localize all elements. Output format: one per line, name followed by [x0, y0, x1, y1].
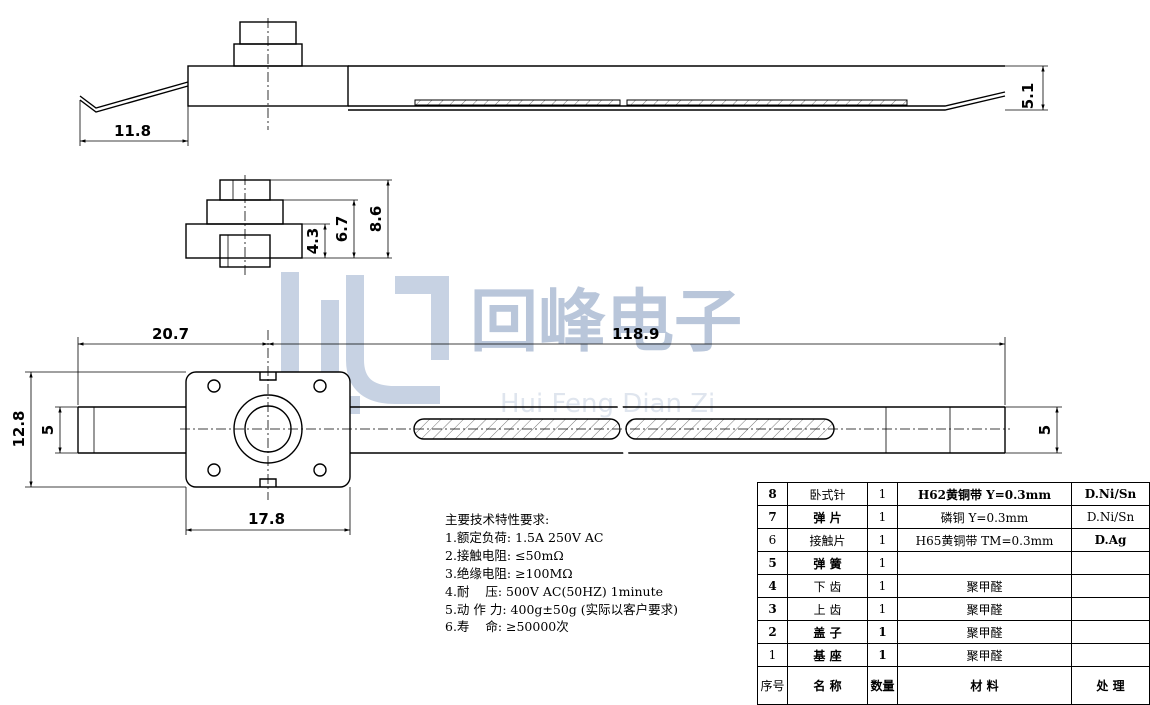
bom-qty: 1 — [867, 528, 898, 552]
bom-qty: 1 — [867, 574, 898, 598]
bom-row: 2 盖 子 1 聚甲醛 — [757, 620, 1150, 644]
bom-treatment — [1071, 620, 1150, 644]
dim-side-a: 4.3 — [304, 228, 322, 255]
bom-treatment — [1071, 574, 1150, 598]
bom-treatment — [1071, 597, 1150, 621]
bom-header-material: 材 料 — [897, 666, 1072, 705]
dim-plan-slot-left: 5 — [39, 425, 57, 435]
bom-material: H65黄铜带 TM=0.3mm — [897, 528, 1072, 552]
plan-view — [25, 330, 1062, 535]
bom-material: 聚甲醛 — [897, 574, 1072, 598]
watermark-pinyin: Hui Feng Dian Zi — [500, 389, 715, 419]
bom-name: 上 齿 — [787, 597, 868, 621]
bom-treatment — [1071, 643, 1150, 667]
bom-header-row: 序号 名 称 数量 材 料 处 理 — [757, 666, 1150, 705]
bom-material — [897, 551, 1072, 575]
bom-header-name: 名 称 — [787, 666, 868, 705]
bom-no: 2 — [757, 620, 788, 644]
bom-name: 弹 片 — [787, 505, 868, 529]
bom-treatment: D.Ni/Sn — [1071, 505, 1150, 529]
bom-treatment: D.Ni/Sn — [1071, 482, 1150, 506]
bom-qty: 1 — [867, 620, 898, 644]
bom-material: 磷铜 Y=0.3mm — [897, 505, 1072, 529]
bom-no: 4 — [757, 574, 788, 598]
bom-qty: 1 — [867, 505, 898, 529]
bom-treatment — [1071, 551, 1150, 575]
bom-no: 6 — [757, 528, 788, 552]
bom-no: 8 — [757, 482, 788, 506]
spec-line: 3.绝缘电阻: ≥100MΩ — [445, 565, 573, 581]
bom-header-treatment: 处 理 — [1071, 666, 1150, 705]
bom-material: 聚甲醛 — [897, 597, 1072, 621]
bom-name: 盖 子 — [787, 620, 868, 644]
spec-line: 2.接触电阻: ≤50mΩ — [445, 547, 564, 563]
technical-specs: 主要技术特性要求: 1.额定负荷: 1.5A 250V AC 2.接触电阻: ≤… — [445, 511, 678, 636]
bom-row: 4 下 齿 1 聚甲醛 — [757, 574, 1150, 598]
bom-name: 弹 簧 — [787, 551, 868, 575]
dim-side-b: 6.7 — [333, 216, 351, 243]
bom-row: 5 弹 簧 1 — [757, 551, 1150, 575]
bom-name: 接触片 — [787, 528, 868, 552]
bom-no: 3 — [757, 597, 788, 621]
bom-qty: 1 — [867, 482, 898, 506]
bom-header-no: 序号 — [757, 666, 788, 705]
dim-top-right: 5.1 — [1019, 83, 1037, 110]
spec-line: 5.动 作 力: 400g±50g (实际以客户要求) — [445, 601, 679, 617]
dim-side-c: 8.6 — [367, 206, 385, 233]
bom-name: 下 齿 — [787, 574, 868, 598]
dim-plan-slot-right: 5 — [1036, 425, 1054, 435]
dim-top-left: 11.8 — [114, 122, 151, 140]
spec-line: 6.寿 命: ≥50000次 — [445, 619, 569, 635]
specs-heading: 主要技术特性要求: — [445, 512, 550, 527]
bom-treatment: D.Ag — [1071, 528, 1150, 552]
bill-of-materials: 8 卧式针 1 H62黄铜带 Y=0.3mm D.Ni/Sn 7 弹 片 1 磷… — [757, 482, 1150, 705]
bom-header-qty: 数量 — [867, 666, 898, 705]
side-view — [185, 175, 392, 275]
spec-line: 1.额定负荷: 1.5A 250V AC — [445, 529, 604, 545]
bom-name: 卧式针 — [787, 482, 868, 506]
bom-qty: 1 — [867, 551, 898, 575]
bom-material: 聚甲醛 — [897, 620, 1072, 644]
bom-no: 5 — [757, 551, 788, 575]
bom-row: 1 基 座 1 聚甲醛 — [757, 643, 1150, 667]
bom-row: 6 接触片 1 H65黄铜带 TM=0.3mm D.Ag — [757, 528, 1150, 552]
dim-plan-left: 20.7 — [152, 325, 189, 343]
dim-plan-length: 118.9 — [612, 325, 659, 343]
dim-plan-height: 12.8 — [10, 410, 28, 447]
watermark-title: 回峰电子 — [470, 283, 742, 362]
bom-material: 聚甲醛 — [897, 643, 1072, 667]
bom-name: 基 座 — [787, 643, 868, 667]
bom-qty: 1 — [867, 643, 898, 667]
bom-qty: 1 — [867, 597, 898, 621]
dim-plan-width: 17.8 — [248, 510, 285, 528]
bom-row: 8 卧式针 1 H62黄铜带 Y=0.3mm D.Ni/Sn — [757, 482, 1150, 506]
spec-line: 4.耐 压: 500V AC(50HZ) 1minute — [445, 583, 663, 599]
top-view — [79, 18, 1048, 146]
bom-row: 7 弹 片 1 磷铜 Y=0.3mm D.Ni/Sn — [757, 505, 1150, 529]
watermark: 回峰电子 Hui Feng Dian Zi — [281, 272, 742, 419]
bom-row: 3 上 齿 1 聚甲醛 — [757, 597, 1150, 621]
bom-no: 7 — [757, 505, 788, 529]
bom-material: H62黄铜带 Y=0.3mm — [897, 482, 1072, 506]
bom-no: 1 — [757, 643, 788, 667]
